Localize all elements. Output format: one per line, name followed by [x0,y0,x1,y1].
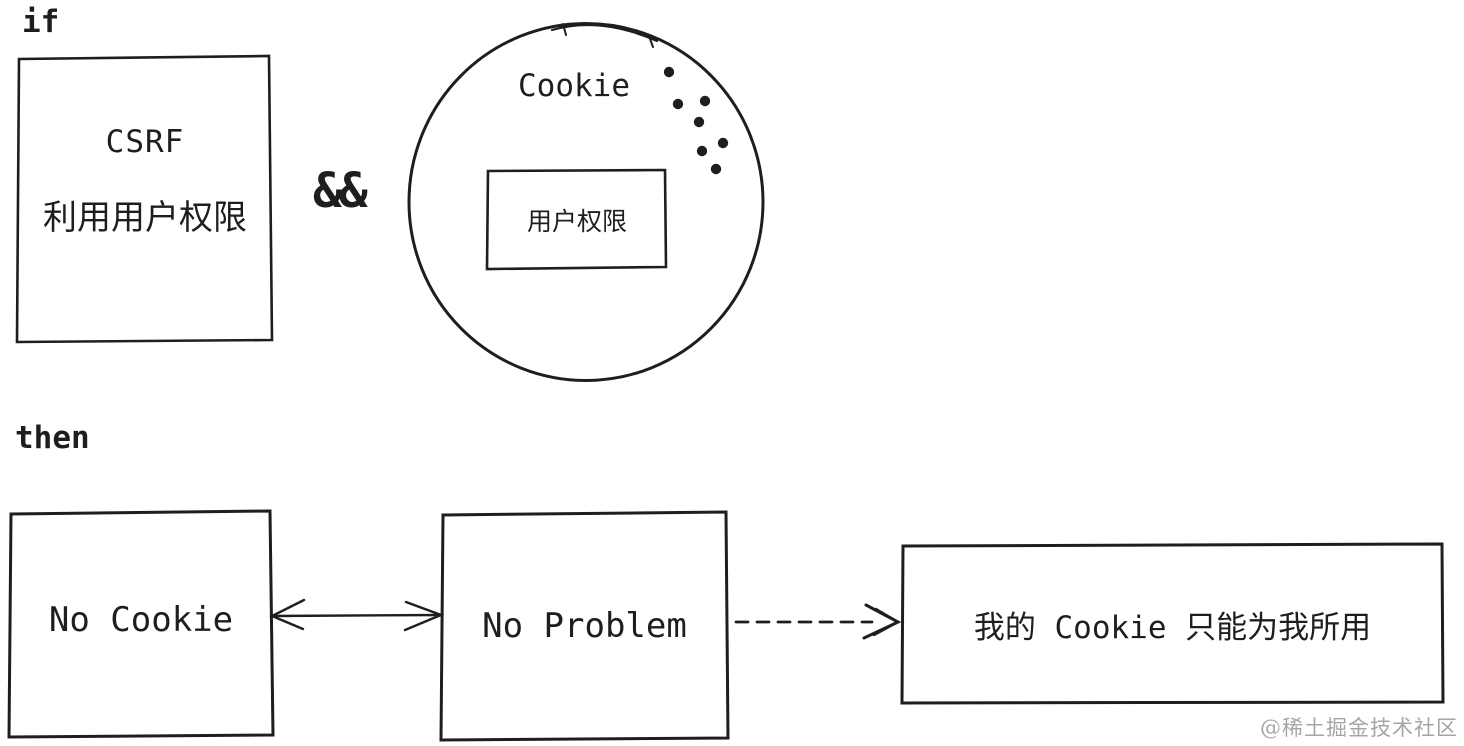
csrf-box-title: CSRF [105,124,185,160]
cookie-crumb-dots [663,66,729,175]
user-permission-label: 用户权限 [526,207,627,236]
no-cookie-label: No Cookie [48,600,234,640]
cookie-circle-label: Cookie [518,68,630,104]
double-headed-arrow [269,598,445,632]
dashed-arrow [734,603,902,640]
cookie-circle-pen-ticks [562,23,654,48]
and-operator-label: && [313,163,368,219]
no-problem-box [439,510,730,742]
watermark: @稀土掘金技术社区 [1260,716,1458,740]
conclusion-box [900,542,1445,705]
user-permission-inner-box [485,168,668,271]
no-problem-label: No Problem [482,606,687,646]
cookie-circle [407,22,765,382]
csrf-box-subtitle: 利用用户权限 [43,198,247,238]
then-keyword-label: then [15,420,90,456]
conclusion-label: 我的 Cookie 只能为我所用 [973,610,1372,646]
no-cookie-box [7,509,275,739]
if-keyword-label: if [22,4,60,40]
cookie-circle-overlap-stroke [550,23,659,43]
csrf-box [15,54,274,344]
